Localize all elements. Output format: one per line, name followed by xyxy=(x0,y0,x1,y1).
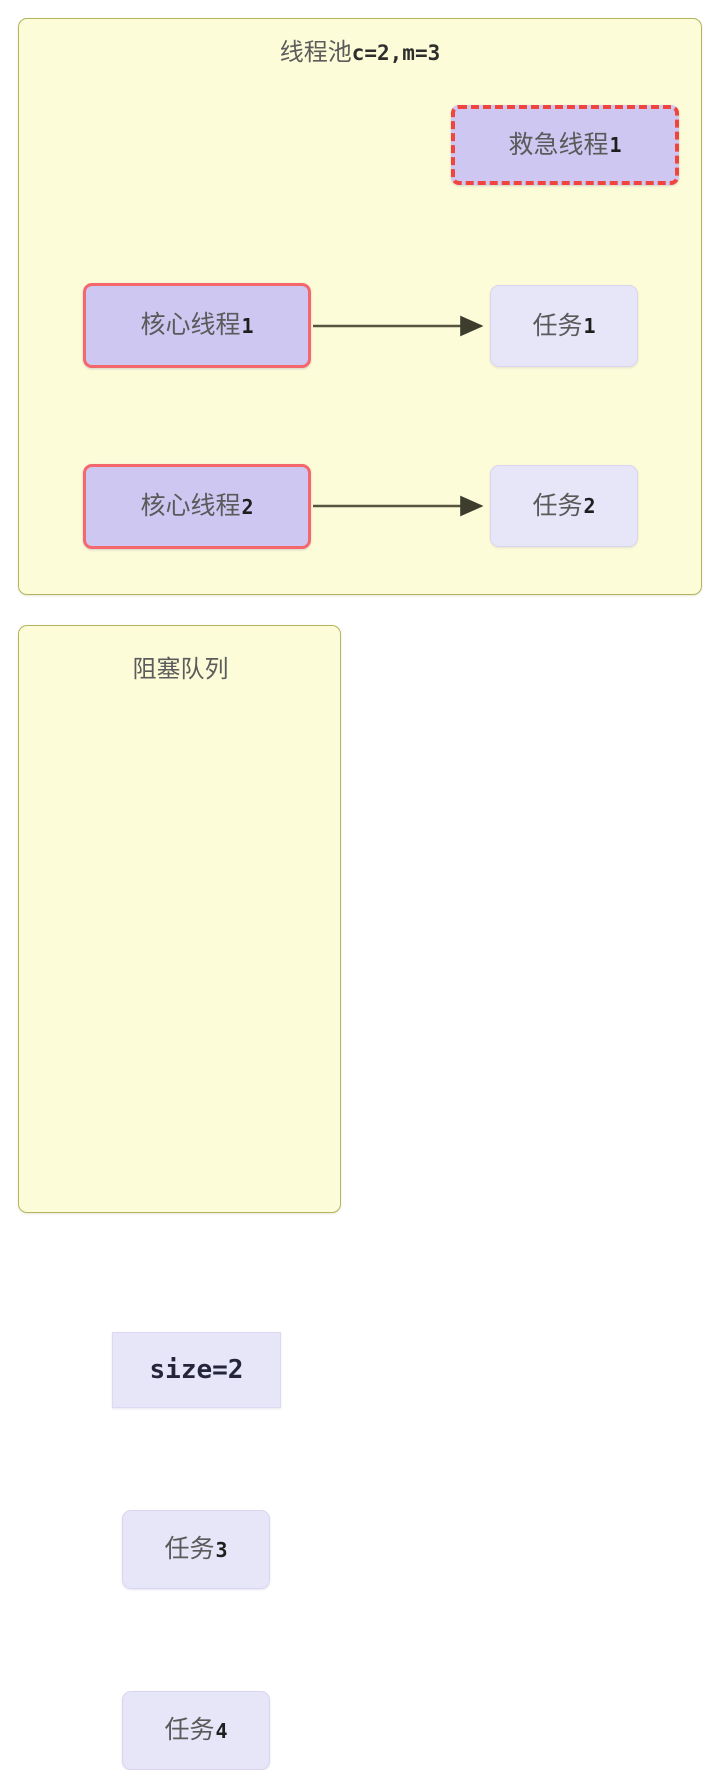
task-1-number: 1 xyxy=(583,314,596,338)
task-2-label: 任务 xyxy=(532,492,583,520)
task-4-number: 4 xyxy=(215,1718,228,1743)
thread-pool-title-text: 线程池 xyxy=(279,40,352,66)
core-thread-1-number: 1 xyxy=(241,313,254,338)
task-4-label: 任务 xyxy=(164,1717,215,1744)
emergency-thread-1-label: 救急线程 xyxy=(508,131,609,159)
thread-pool-title: 线程池c=2,m=3 xyxy=(19,41,701,65)
arrow-core-thread-1-to-task-1 xyxy=(313,315,484,337)
task-3-label: 任务 xyxy=(164,1536,215,1563)
core-thread-1-label: 核心线程 xyxy=(140,312,241,339)
core-thread-2-label: 核心线程 xyxy=(140,493,241,520)
core-thread-2-number: 2 xyxy=(241,494,254,519)
blocking-queue-title: 阻塞队列 xyxy=(132,657,229,683)
arrow-core-thread-2-to-task-2 xyxy=(313,495,484,517)
queue-size-box[interactable]: size=2 xyxy=(112,1332,281,1408)
task-2-number: 2 xyxy=(583,494,596,518)
thread-pool-title-params: c=2,m=3 xyxy=(351,41,441,65)
emergency-thread-1-number: 1 xyxy=(609,133,622,157)
task-1-label: 任务 xyxy=(532,312,583,340)
task-3-number: 3 xyxy=(215,1537,228,1562)
queue-size-label: size=2 xyxy=(149,1355,244,1385)
